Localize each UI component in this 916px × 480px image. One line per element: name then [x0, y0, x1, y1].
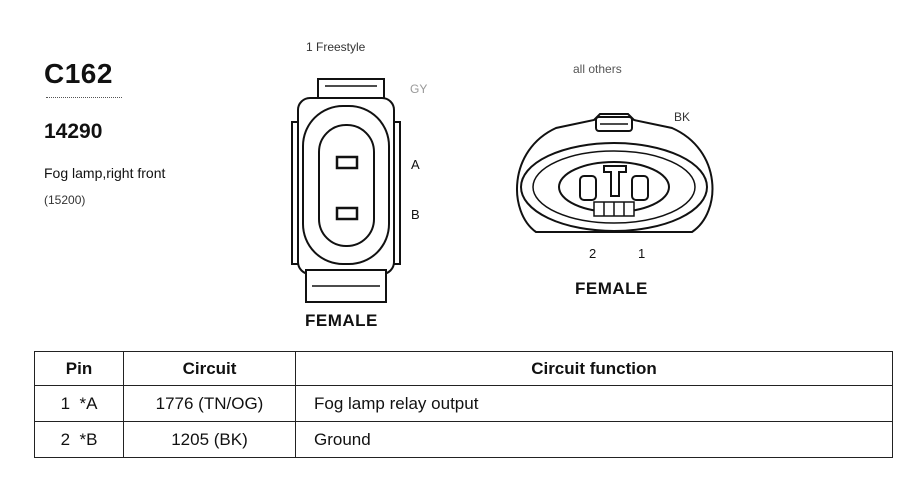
left-terminal-a: [335, 155, 359, 170]
right-connector-drawing: [516, 113, 714, 233]
right-pin-label-1: 1: [638, 246, 646, 261]
left-variant-label: 1 Freestyle: [306, 40, 366, 54]
header-circuit: Circuit: [123, 351, 296, 386]
right-variant-label: all others: [573, 62, 622, 76]
right-color-label: BK: [674, 110, 691, 124]
left-connector-outer-oval: [302, 105, 390, 265]
circuit-cell: 1776 (TN/OG): [123, 385, 296, 422]
left-pin-label-a: A: [411, 157, 420, 172]
connector-id: C162: [44, 58, 113, 89]
circuit-cell: 1205 (BK): [123, 421, 296, 458]
left-connector-drawing: [291, 78, 401, 303]
right-connector-key: [603, 165, 627, 197]
right-terminal-2: [579, 175, 597, 201]
table-row: 1 *A 1776 (TN/OG) Fog lamp relay output: [34, 385, 893, 422]
header-pin: Pin: [34, 351, 124, 386]
left-connector-inner-oval: [318, 124, 375, 247]
right-gender-label: FEMALE: [575, 279, 648, 298]
left-gender-label: FEMALE: [305, 311, 378, 330]
right-pin-label-2: 2: [589, 246, 597, 261]
right-terminal-1: [631, 175, 649, 201]
left-terminal-b: [335, 206, 359, 221]
left-pin-label-b: B: [411, 207, 420, 222]
table-row: 2 *B 1205 (BK) Ground: [34, 421, 893, 458]
connector-reference: (15200): [44, 193, 86, 207]
pin-cell: 1 *A: [34, 385, 124, 422]
pin-table-header-row: Pin Circuit Circuit function: [34, 351, 893, 386]
circuit-function-cell: Fog lamp relay output: [295, 385, 893, 422]
pin-cell: 2 *B: [34, 421, 124, 458]
header-circuit-function: Circuit function: [295, 351, 893, 386]
part-number: 14290: [44, 120, 103, 143]
connector-id-underline: [46, 97, 122, 98]
connector-description: Fog lamp,right front: [44, 165, 166, 181]
left-color-label: GY: [410, 82, 428, 96]
circuit-function-cell: Ground: [295, 421, 893, 458]
right-connector-outer-oval: [520, 142, 708, 232]
pin-table: Pin Circuit Circuit function 1 *A 1776 (…: [34, 351, 893, 458]
